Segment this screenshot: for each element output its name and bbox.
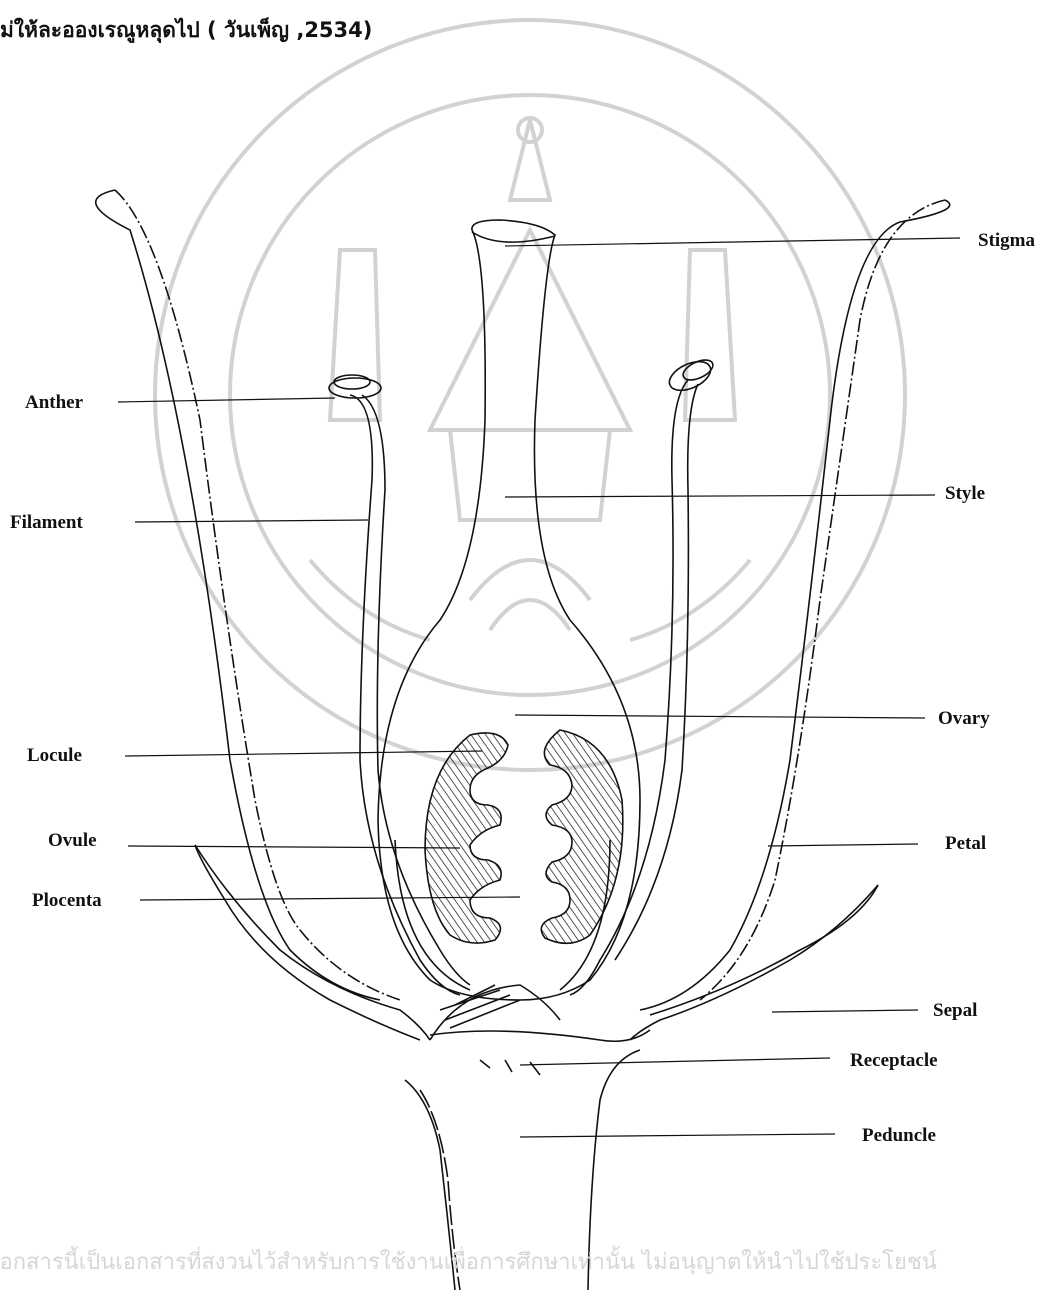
leader-ovule [128,846,460,848]
leader-locule [125,751,482,756]
label-anther: Anther [25,392,83,414]
leader-peduncle [520,1134,835,1137]
label-locule: Locule [27,745,82,767]
label-petal: Petal [945,833,986,855]
right-placenta [541,730,623,943]
right-anther [665,356,715,396]
leader-petal [768,844,918,846]
left-petal-outline [96,190,380,1000]
leader-sepal [772,1010,918,1012]
left-anther [329,378,381,398]
leader-receptacle [520,1058,830,1065]
right-sepal [630,885,878,1040]
right-petal-inner [700,200,945,1000]
right-petal-outline [640,200,950,1010]
leader-ovary [515,715,925,718]
label-style: Style [945,483,985,505]
label-filament: Filament [10,512,83,534]
label-receptacle: Receptacle [850,1050,938,1072]
label-ovary: Ovary [938,708,990,730]
left-placenta [425,733,508,943]
label-plocenta: Plocenta [32,890,102,912]
footer-watermark-text: เอกสารนี้เป็นเอกสารที่สงวนไว้สำหรับการใช… [0,1244,1053,1279]
label-peduncle: Peduncle [862,1125,936,1147]
label-stigma: Stigma [978,230,1035,252]
leader-stigma [505,238,960,246]
leader-anther [118,398,335,402]
left-sepal [195,845,430,1040]
label-sepal: Sepal [933,1000,977,1022]
receptacle [430,1030,650,1041]
leader-style [505,495,935,497]
label-ovule: Ovule [48,830,97,852]
leader-filament [135,520,368,522]
